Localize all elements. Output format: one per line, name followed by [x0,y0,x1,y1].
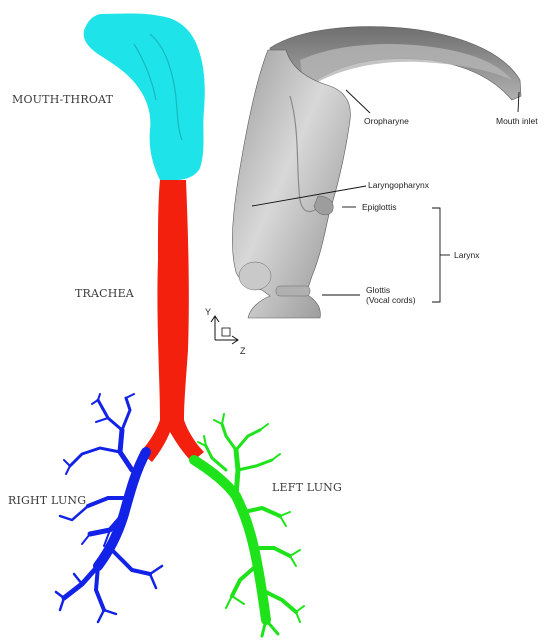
label-left-lung: LEFT LUNG [272,481,342,494]
callout-glottis: Glottis [366,285,390,295]
axis-triad [211,316,238,344]
callout-laryngopharynx: Laryngopharynx [368,180,430,190]
callout-epiglottis: Epiglottis [362,202,397,212]
vocal-cord-bulge [239,262,271,290]
axis-label-z: Z [240,346,246,356]
callout-larynx: Larynx [454,250,480,260]
label-right-lung: RIGHT LUNG [8,494,86,507]
label-mouth-throat: MOUTH-THROAT [12,93,114,106]
left-lung-region [194,414,304,636]
callout-mouth-inlet: Mouth inlet [496,116,538,126]
axis-label-y: Y [205,307,211,317]
right-lung-region [56,394,162,622]
callout-oropharyne: Oropharyne [364,116,409,126]
label-trachea: TRACHEA [75,287,135,300]
trachea-region [140,180,204,462]
callout-vocal-cords: (Vocal cords) [366,295,416,305]
upper-airway-model [232,27,521,318]
glottis-ring [276,286,310,296]
